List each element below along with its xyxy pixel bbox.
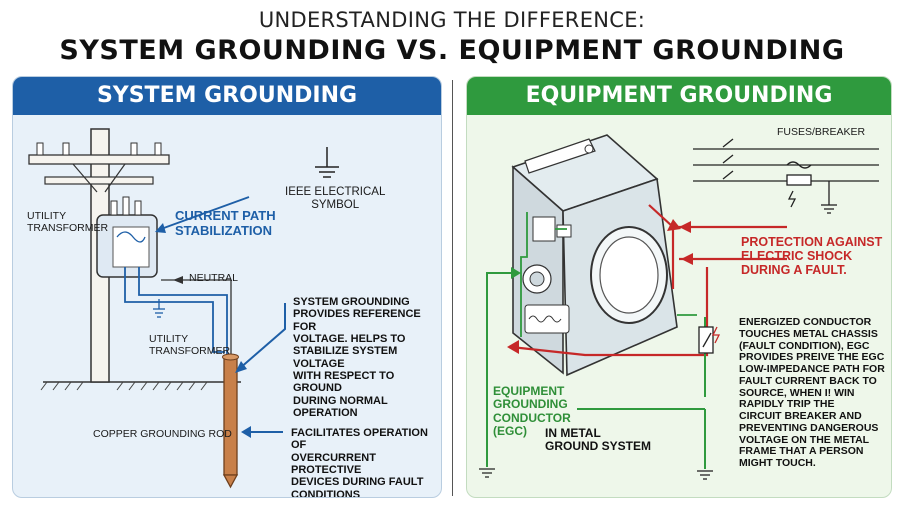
earth-surface xyxy=(40,381,241,391)
current-path-line xyxy=(124,196,250,357)
ground-icon xyxy=(479,468,713,480)
system-grounding-panel: SYSTEM GROUNDING xyxy=(12,76,442,498)
arrow-head xyxy=(507,340,519,354)
utility-transformer xyxy=(96,196,158,278)
page-title: SYSTEM GROUNDING VS. EQUIPMENT GROUNDING xyxy=(59,35,845,66)
fuses-breaker-label: FUSES/BREAKER xyxy=(777,126,866,138)
egc-ground-conductor xyxy=(486,272,706,469)
equipment-grounding-heading: EQUIPMENT GROUNDING xyxy=(467,77,891,115)
annotation-arrows xyxy=(238,303,286,433)
system-grounding-heading: SYSTEM GROUNDING xyxy=(13,77,441,115)
breaker-switch-icon xyxy=(698,326,721,354)
arrow-head xyxy=(667,219,681,231)
equipment-grounding-diagram xyxy=(479,134,879,480)
panel-divider xyxy=(452,80,453,496)
arrow-head xyxy=(681,253,693,265)
arrow-head xyxy=(235,361,247,373)
appliance-dryer xyxy=(511,134,678,377)
small-ground-icon xyxy=(153,299,165,318)
equipment-grounding-panel: EQUIPMENT GROUNDING xyxy=(466,76,892,498)
arrow-head xyxy=(155,223,166,233)
egc-internal-wiring xyxy=(520,212,697,337)
system-grounding-diagram xyxy=(28,128,339,489)
fuses-breaker-schematic xyxy=(693,138,879,214)
page-subtitle: UNDERSTANDING THE DIFFERENCE: xyxy=(258,8,646,32)
neutral-conductor xyxy=(161,276,232,359)
arrow-head xyxy=(511,267,521,279)
neutral-label: NEUTRAL xyxy=(189,272,239,284)
arrow-head xyxy=(241,426,251,438)
ieee-ground-symbol-icon xyxy=(315,147,339,178)
copper-grounding-rod xyxy=(222,353,239,489)
utility-pole xyxy=(28,128,170,383)
copper-grounding-rod-label: COPPER GROUNDING ROD xyxy=(93,428,232,440)
arrow-head xyxy=(679,221,691,233)
